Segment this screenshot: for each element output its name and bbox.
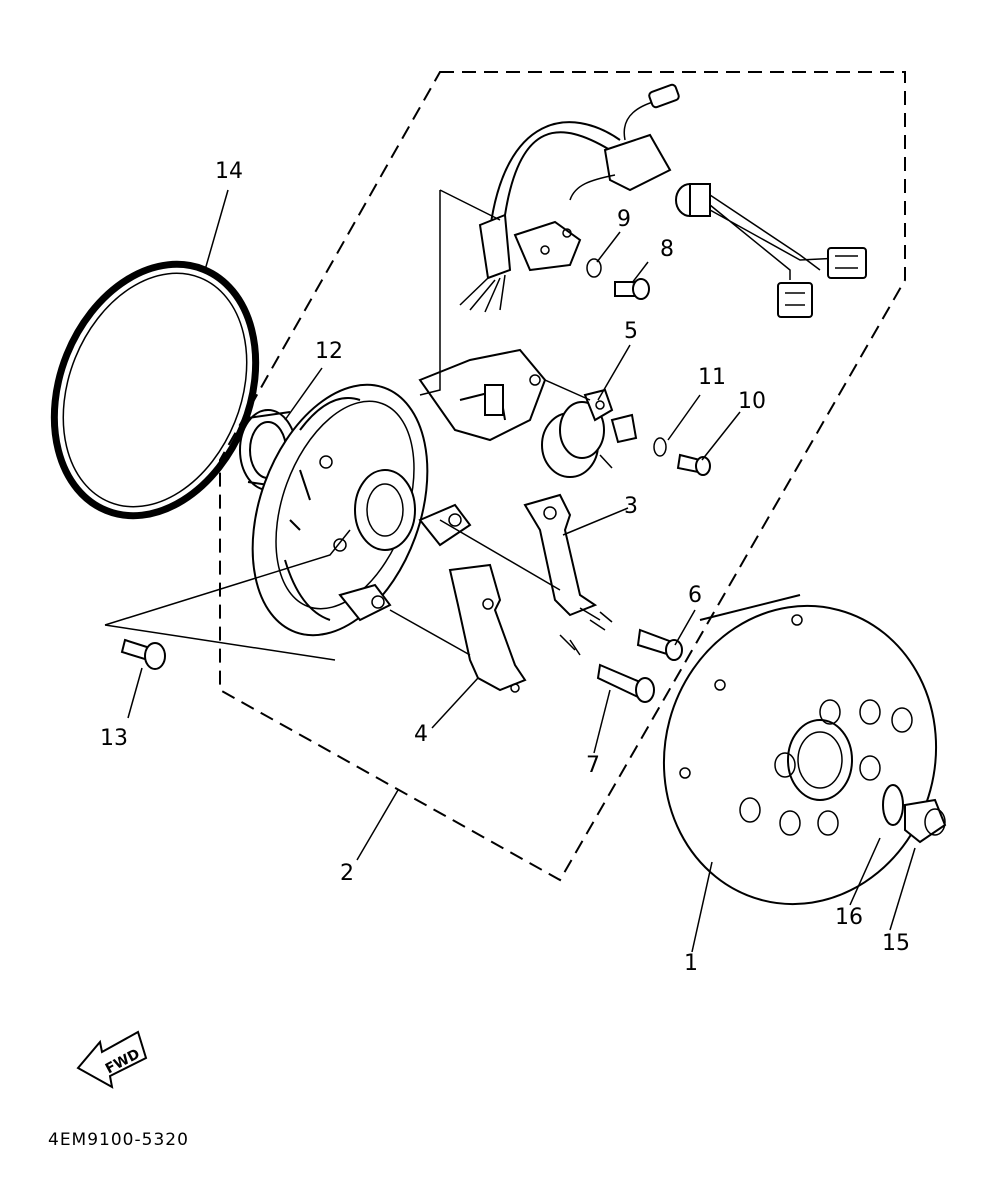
clip-part-11 xyxy=(610,413,667,457)
callout-11: 11 xyxy=(698,365,726,390)
callout-5: 5 xyxy=(624,319,638,344)
callout-7: 7 xyxy=(586,753,600,778)
stator-base-plate xyxy=(251,348,547,637)
stator-assembly-boundary xyxy=(219,71,906,882)
part-code: 4EM9100-5320 xyxy=(48,1130,189,1150)
o-ring-part-14 xyxy=(50,260,260,520)
callout-10: 10 xyxy=(738,389,766,414)
screw-part-6 xyxy=(636,628,683,661)
forward-arrow-icon: FWD xyxy=(76,1030,148,1089)
pickup-coil-part-5 xyxy=(541,388,614,478)
callout-15: 15 xyxy=(882,931,910,956)
lock-washer-part-9 xyxy=(586,258,602,278)
callout-13: 13 xyxy=(100,726,128,751)
washer-part-16 xyxy=(882,784,904,826)
callout-16: 16 xyxy=(835,905,863,930)
wire-clamp xyxy=(513,220,582,272)
callout-6: 6 xyxy=(688,583,702,608)
screw-part-13 xyxy=(120,638,166,670)
callout-14: 14 xyxy=(215,159,243,184)
callout-3: 3 xyxy=(624,494,638,519)
callout-4: 4 xyxy=(414,722,428,747)
rotor-part-1 xyxy=(662,594,938,906)
callout-9: 9 xyxy=(617,207,631,232)
leader-lines xyxy=(104,189,916,953)
nut-part-15 xyxy=(904,798,947,844)
callout-12: 12 xyxy=(315,339,343,364)
callout-2: 2 xyxy=(340,861,354,886)
callout-8-upper: 8 xyxy=(660,237,674,262)
callout-1: 1 xyxy=(684,951,698,976)
screw-part-8-upper xyxy=(614,278,650,300)
screw-part-10 xyxy=(676,453,711,476)
charging-coil-part-3 xyxy=(523,493,613,623)
wiring-harness xyxy=(459,83,867,318)
lighting-coil-part-4 xyxy=(448,563,581,693)
bolt-part-7 xyxy=(596,663,655,703)
